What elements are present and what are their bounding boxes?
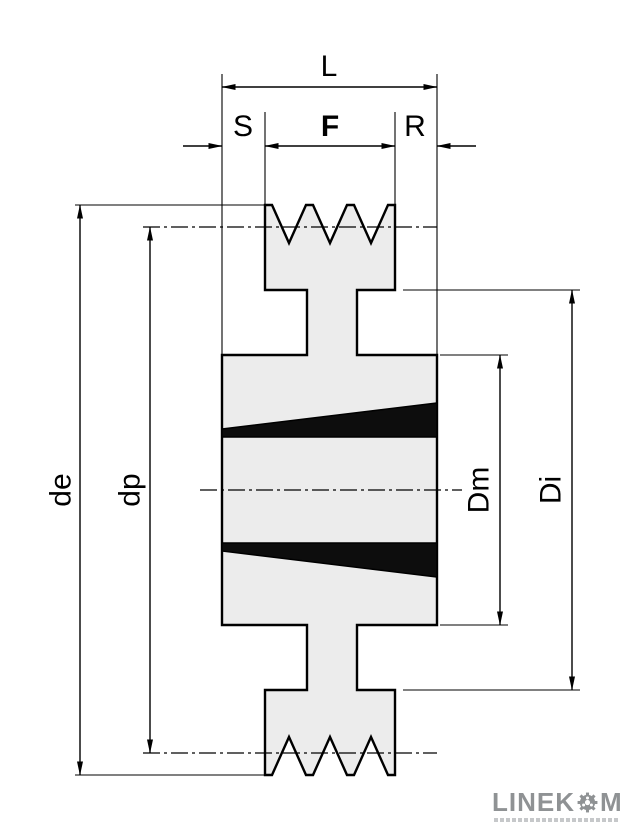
brand-logo: LINEK M [492, 787, 623, 818]
taper-bush-lower [221, 542, 438, 578]
label-de: de [45, 473, 78, 506]
label-F: F [321, 110, 339, 143]
brand-wordmark-left: LINEK [492, 787, 575, 817]
taper-bush-upper [221, 402, 438, 438]
brand-wordmark-right: M [600, 787, 623, 817]
pulley-section-body [220, 203, 439, 777]
label-Di: Di [535, 476, 568, 504]
logo-tagline [494, 818, 620, 822]
gear-icon [577, 792, 598, 813]
label-dp: dp [114, 473, 147, 506]
label-R: R [404, 110, 426, 143]
label-L: L [321, 50, 338, 83]
label-S: S [233, 110, 253, 143]
label-Dm: Dm [463, 467, 496, 514]
